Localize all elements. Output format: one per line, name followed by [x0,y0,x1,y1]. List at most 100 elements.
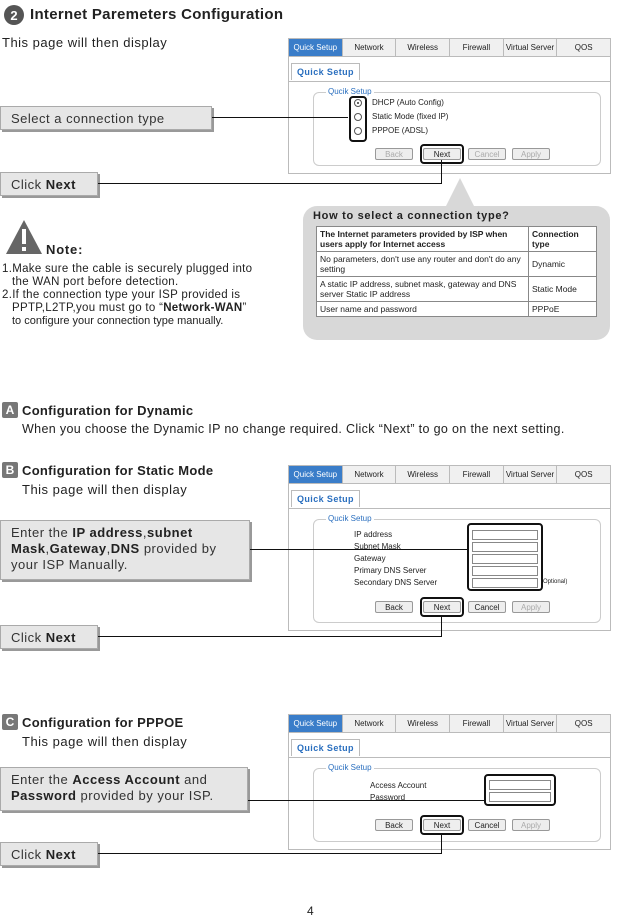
callout-click-next: Click Next [0,842,98,866]
option-dhcp-label: DHCP (Auto Config) [372,98,444,107]
back-button[interactable]: Back [375,148,413,160]
cancel-button[interactable]: Cancel [468,819,506,831]
callout-click-next: Click Next [0,625,98,649]
cancel-button[interactable]: Cancel [468,601,506,613]
back-button[interactable]: Back [375,601,413,613]
field-label-dns2: Secondary DNS Server [354,578,438,587]
table-row: No parameters, don't use any router and … [316,251,597,277]
next-button[interactable]: Next [423,148,461,160]
connector-line [441,834,442,854]
tab-network[interactable]: Network [342,715,397,732]
howto-table: The Internet parameters provided by ISP … [316,226,597,317]
section-b-badge: B [2,462,18,478]
warning-icon [6,220,42,254]
quick-setup-fieldset: Qucik Setup [313,514,601,623]
sub-tab-quick-setup[interactable]: Quick Setup [291,490,360,507]
note-line-1: 1.Make sure the cable is securely plugge… [2,263,253,275]
connector-line [441,616,442,637]
note-line-2: the WAN port before detection. [12,276,179,288]
router-panel-quick-setup: Quick Setup Network Wireless Firewall Vi… [288,38,611,174]
tab-firewall[interactable]: Firewall [450,466,504,483]
option-pppoe-label: PPPOE (ADSL) [372,126,429,135]
table-row: User name and password PPPoE [316,301,597,317]
field-label-password: Password [370,793,406,802]
section-b-intro: This page will then display [22,482,188,497]
tab-virtual-server[interactable]: Virtual Server [503,466,558,483]
sub-tab-quick-setup[interactable]: Quick Setup [291,739,360,756]
callout-select-type: Select a connection type [0,106,212,130]
note-line-5: to configure your connection type manual… [12,315,224,327]
section-number-badge: 2 [4,5,24,25]
callout-click-next: Click Next [0,172,98,196]
section-a-badge: A [2,402,18,418]
tab-qos[interactable]: QOS [557,466,611,483]
tab-quick-setup[interactable]: Quick Setup [289,39,343,56]
table-header-type: Connection type [528,226,597,252]
next-button[interactable]: Next [423,601,461,613]
tab-quick-setup[interactable]: Quick Setup [289,466,343,483]
section-c-intro: This page will then display [22,734,188,749]
gateway-input[interactable] [472,554,538,564]
quick-setup-fieldset: Qucik Setup [313,87,601,166]
tab-quick-setup[interactable]: Quick Setup [289,715,343,732]
connector-line [248,800,484,801]
tab-bar: Quick Setup Network Wireless Firewall Vi… [289,715,611,733]
back-button[interactable]: Back [375,819,413,831]
tab-network[interactable]: Network [342,466,397,483]
tab-virtual-server[interactable]: Virtual Server [503,715,558,732]
fields-highlight [484,774,556,806]
tab-qos[interactable]: QOS [557,715,611,732]
tab-firewall[interactable]: Firewall [450,715,504,732]
page-number: 4 [307,904,314,918]
tab-bar: Quick Setup Network Wireless Firewall Vi… [289,466,611,484]
tab-wireless[interactable]: Wireless [396,39,451,56]
access-account-input[interactable] [489,780,551,790]
tab-virtual-server[interactable]: Virtual Server [503,39,558,56]
radio-dhcp[interactable] [354,99,362,107]
password-input[interactable] [489,792,551,802]
subnet-mask-input[interactable] [472,542,538,552]
tab-network[interactable]: Network [342,39,397,56]
section-title: Internet Paremeters Configuration [30,6,284,23]
field-label-ip: IP address [354,530,393,539]
intro-text: This page will then display [2,35,168,50]
apply-button[interactable]: Apply [512,819,550,831]
quick-setup-fieldset: Qucik Setup [313,763,601,842]
next-highlight [420,597,464,617]
secondary-dns-input[interactable] [472,578,538,588]
note-title: Note: [46,242,84,257]
connector-line [212,117,348,118]
table-row: A static IP address, subnet mask, gatewa… [316,276,597,302]
connector-line [441,160,442,184]
apply-button[interactable]: Apply [512,148,550,160]
tab-qos[interactable]: QOS [557,39,611,56]
section-a-text: When you choose the Dynamic IP no change… [22,422,565,436]
option-static-label: Static Mode (fixed IP) [372,112,449,121]
sub-tab-quick-setup[interactable]: Quick Setup [291,63,360,80]
primary-dns-input[interactable] [472,566,538,576]
field-label-dns1: Primary DNS Server [354,566,427,575]
apply-button[interactable]: Apply [512,601,550,613]
callout-static-fields: Enter the IP address,subnet Mask,Gateway… [0,520,250,580]
table-header-params: The Internet parameters provided by ISP … [316,226,529,252]
fieldset-legend: Qucik Setup [326,514,374,523]
note-line-4: PPTP,L2TP,you must go to “Network-WAN” [12,302,247,314]
next-button[interactable]: Next [423,819,461,831]
radio-pppoe[interactable] [354,127,362,135]
note-line-3: 2.If the connection type your ISP provid… [2,289,241,301]
fields-highlight [467,523,543,591]
router-panel-pppoe: Quick Setup Network Wireless Firewall Vi… [288,714,611,850]
fieldset-legend: Qucik Setup [326,87,374,96]
tab-wireless[interactable]: Wireless [396,715,451,732]
section-b-title: Configuration for Static Mode [22,463,214,478]
field-label-subnet: Subnet Mask [354,542,401,551]
section-c-badge: C [2,714,18,730]
radio-static[interactable] [354,113,362,121]
cancel-button[interactable]: Cancel [468,148,506,160]
field-label-gateway: Gateway [354,554,386,563]
fieldset-legend: Qucik Setup [326,763,374,772]
ip-address-input[interactable] [472,530,538,540]
tab-firewall[interactable]: Firewall [450,39,504,56]
tab-wireless[interactable]: Wireless [396,466,451,483]
connector-line [250,549,468,550]
